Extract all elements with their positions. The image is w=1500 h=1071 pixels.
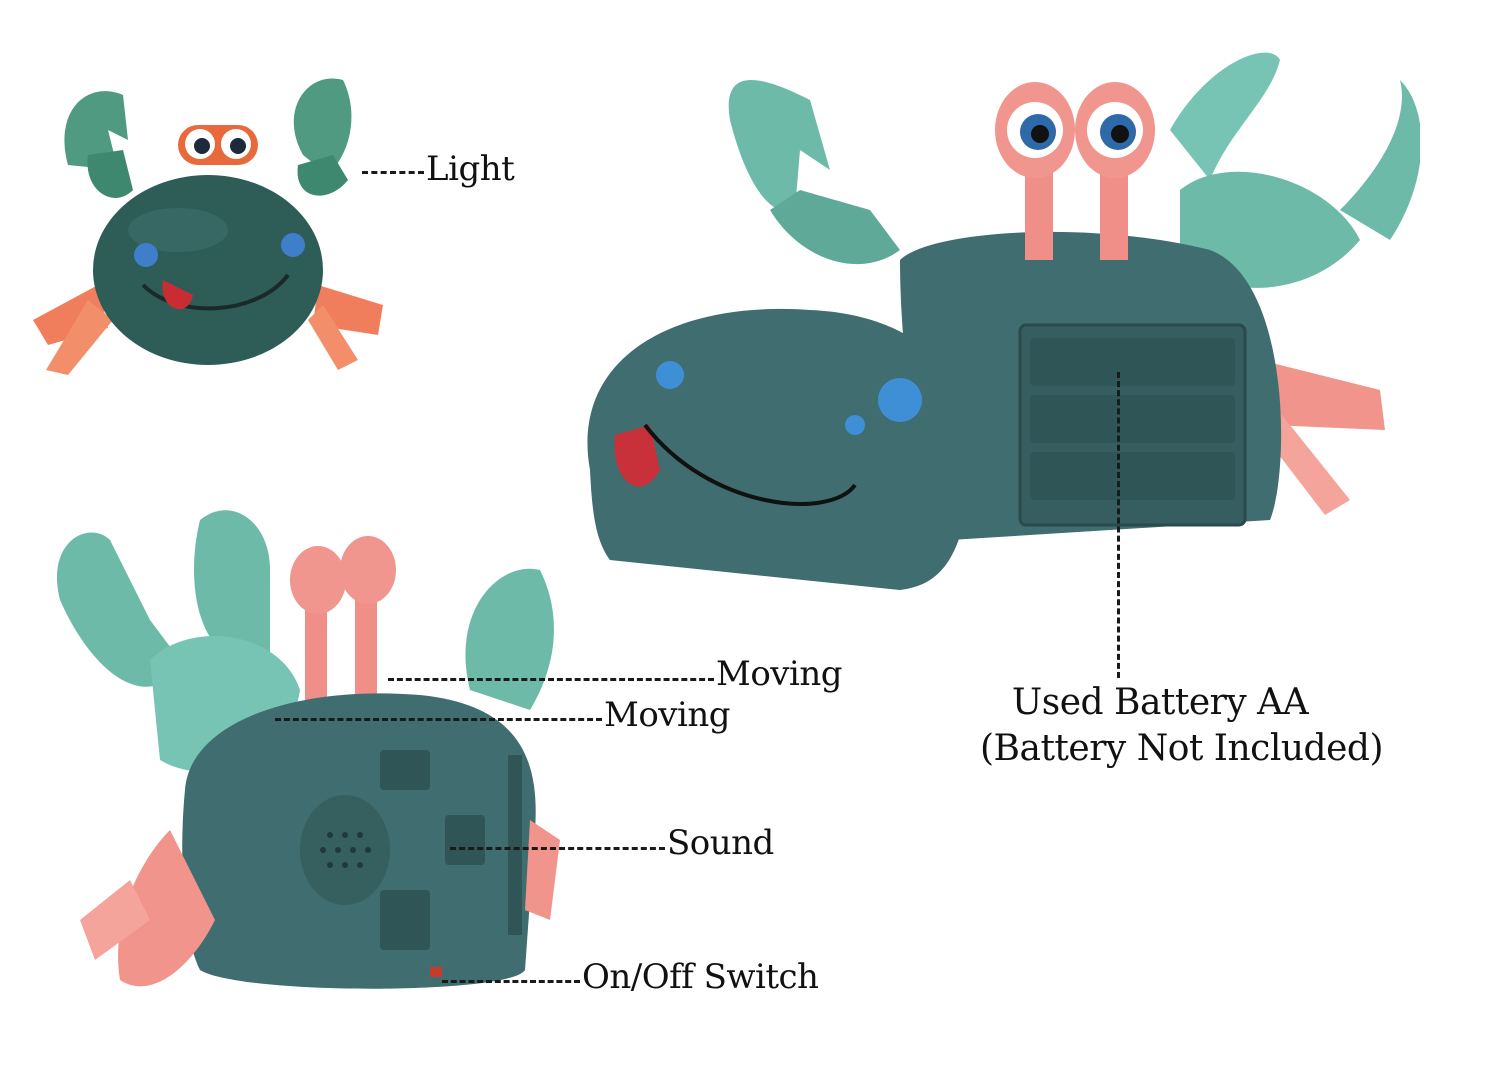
light-label: Light <box>426 149 515 189</box>
crab-back-icon <box>56 510 560 989</box>
moving-leader-line-1 <box>388 678 714 681</box>
crab-front-figure <box>28 70 388 380</box>
crab-back-figure <box>40 500 580 1010</box>
switch-leader-line <box>442 980 580 983</box>
switch-label: On/Off Switch <box>582 957 819 997</box>
light-leader-line <box>362 171 424 174</box>
moving-leader-line-2 <box>275 718 602 721</box>
crab-open-battery-icon <box>587 52 1420 590</box>
moving-label-1: Moving <box>716 654 843 694</box>
sound-label: Sound <box>667 823 774 863</box>
battery-leader-line <box>1117 372 1120 678</box>
battery-caption-line2: (Battery Not Included) <box>980 728 1383 769</box>
sound-leader-line <box>450 847 665 850</box>
crab-front-icon <box>33 78 383 375</box>
battery-caption: Used Battery AA (Battery Not Included) <box>980 680 1383 772</box>
moving-label-2: Moving <box>604 695 731 735</box>
crab-open-figure <box>570 40 1420 600</box>
battery-caption-line1: Used Battery AA <box>1011 682 1309 723</box>
